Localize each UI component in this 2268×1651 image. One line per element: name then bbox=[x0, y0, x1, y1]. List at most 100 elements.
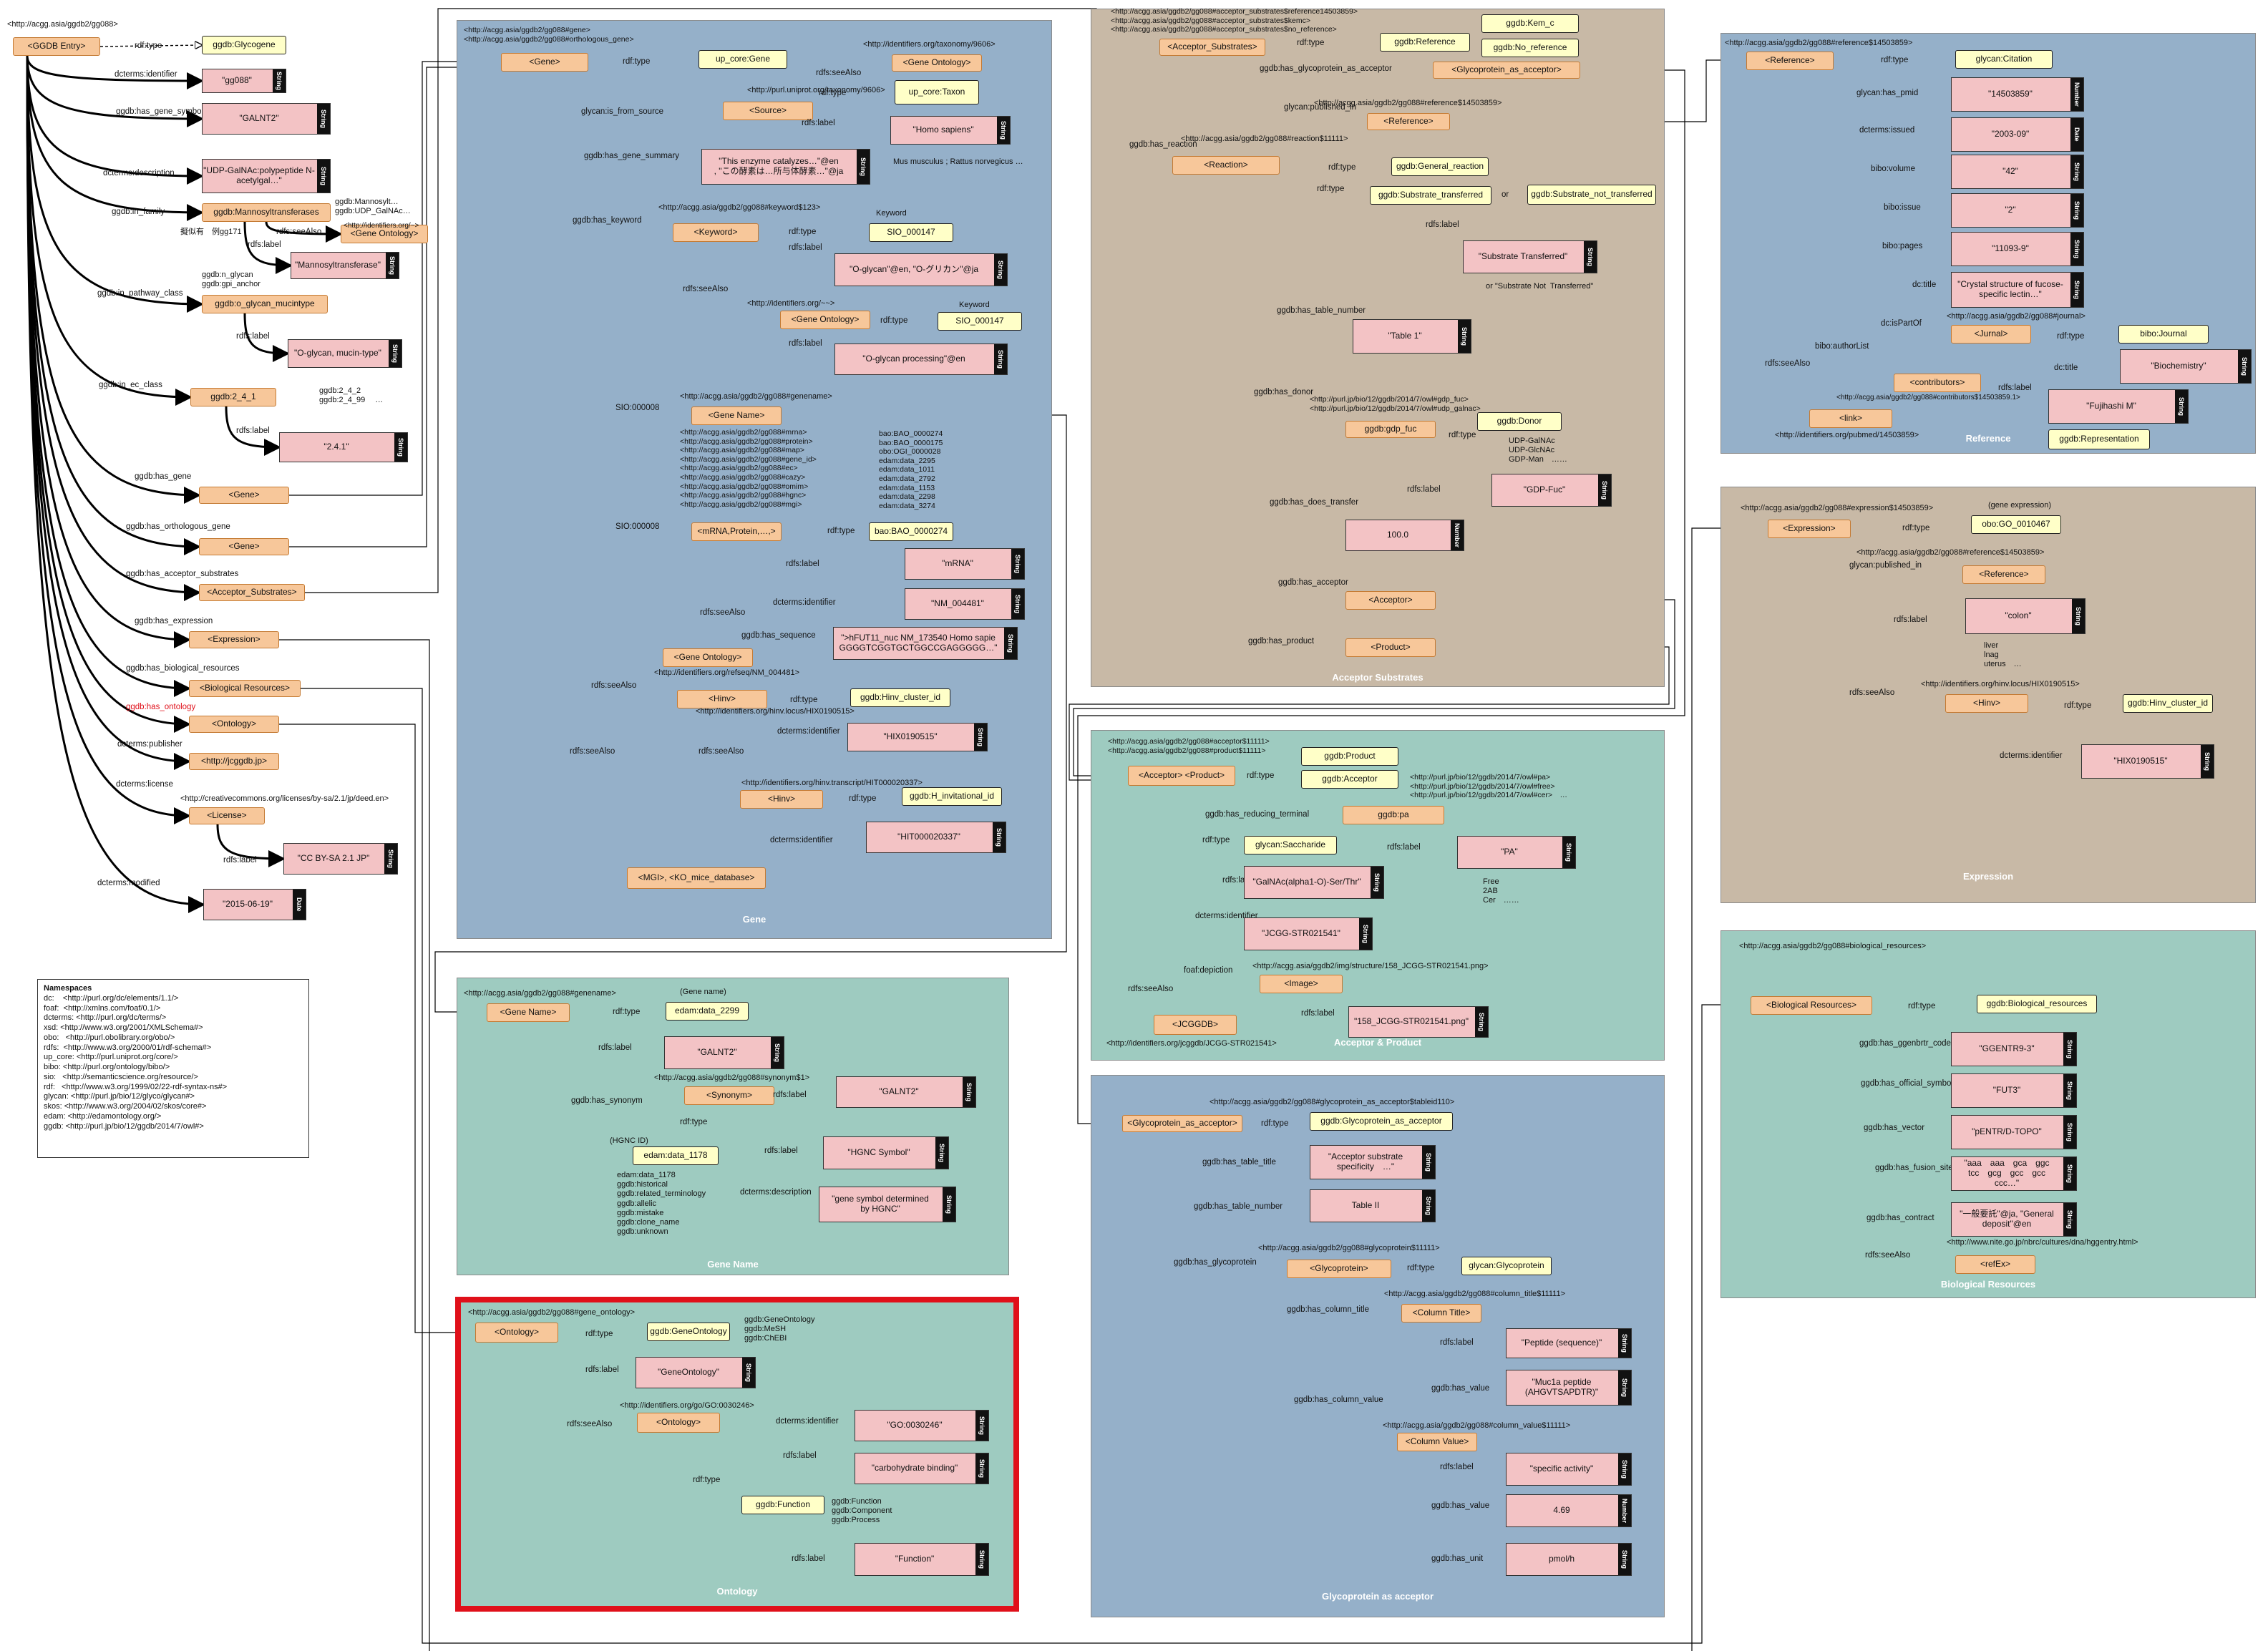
ont-child-text: <Ontology> bbox=[656, 1417, 701, 1428]
gene-rdftype: rdf:type bbox=[623, 57, 651, 66]
ref-title-datatype-tag: String bbox=[2070, 273, 2083, 307]
gene-panel-title: Gene bbox=[742, 914, 766, 925]
ap-image-label-text: "158_JCGG-STR021541.png" bbox=[1354, 1016, 1469, 1027]
root-family-label-text: "Mannosyltransferase" bbox=[295, 260, 381, 271]
as-nottransferred-text: ggdb:Substrate_not_transferred bbox=[1531, 189, 1653, 200]
root-pathway-alt: ggdb:n_glycan ggdb:gpi_anchor bbox=[202, 271, 261, 289]
ap-id-text: "JCGG-STR021541" bbox=[1262, 928, 1340, 939]
gene-mgi: <MGI>, <KO_mice_database> bbox=[627, 867, 766, 889]
as-table: "Table 1"String bbox=[1353, 319, 1471, 354]
root-gene: <Gene> bbox=[199, 487, 289, 504]
ap-label-datatype-tag: String bbox=[1371, 867, 1383, 898]
root-ec-label-datatype-tag: String bbox=[394, 433, 407, 462]
ap-term-label: "PA"String bbox=[1457, 836, 1576, 869]
ref-pages: "11093-9"String bbox=[1951, 232, 2084, 266]
ont-class: ggdb:GeneOntology bbox=[647, 1323, 730, 1341]
gaa-cv-value-datatype-tag: Number bbox=[1618, 1495, 1631, 1526]
namespace-line: dcterms: <http://purl.org/dc/terms/> bbox=[44, 1013, 167, 1023]
ont-class-text: ggdb:GeneOntology bbox=[650, 1326, 727, 1337]
ref-rdftype: rdf:type bbox=[1881, 56, 1909, 64]
root-ortho: <Gene> bbox=[199, 538, 289, 555]
gene-sio8b: SIO:000008 bbox=[615, 522, 660, 531]
gene-hinv-rdftype: rdf:type bbox=[790, 696, 818, 704]
ont-label-datatype-tag: String bbox=[742, 1358, 755, 1388]
as-reaction-uri: <http://acgg.asia/ggdb2/gg088#reaction$1… bbox=[1181, 135, 1348, 143]
ref-volume-datatype-tag: String bbox=[2070, 155, 2083, 188]
ref-journal-uri: <http://acgg.asia/ggdb2/gg088#journal> bbox=[1947, 312, 2086, 321]
ref-issue-datatype-tag: String bbox=[2070, 194, 2083, 227]
bio-type-text: ggdb:Biological_resources bbox=[1986, 998, 2088, 1009]
bio-clone-pred: ggdb:has_ggenbrtr_code bbox=[1859, 1039, 1951, 1048]
gaa-tn-datatype-tag: String bbox=[1422, 1190, 1435, 1222]
as-donor-uris: <http://purl.jp/bio/12/ggdb/2014/7/owl#g… bbox=[1310, 395, 1481, 413]
gene-mrna-label-text: "mRNA" bbox=[942, 558, 973, 569]
ap-term-uris: <http://purl.jp/bio/12/ggdb/2014/7/owl#p… bbox=[1410, 773, 1568, 800]
gene-hinv-text: <Hinv> bbox=[708, 693, 736, 704]
exp-label: "colon"String bbox=[1965, 598, 2086, 634]
ont-func-rdftype: rdf:type bbox=[693, 1476, 721, 1484]
gn-syn-label-datatype-tag: String bbox=[963, 1077, 975, 1107]
gaa-cv-text: <Column Value> bbox=[1405, 1436, 1469, 1447]
gene-genename-uri: <http://acgg.asia/ggdb2/gg088#genename> bbox=[680, 392, 832, 401]
gene-kw-label-text: "O-glycan"@en, "O-グリカン"@ja bbox=[849, 264, 979, 275]
as-donor-rdftype: rdf:type bbox=[1449, 431, 1476, 439]
ref-uri: <http://acgg.asia/ggdb2/gg088#reference$… bbox=[1725, 39, 1913, 47]
ont-func-text: ggdb:Function bbox=[755, 1499, 811, 1510]
gene-source-type-text: up_core:Taxon bbox=[908, 87, 965, 97]
gene-kw-label-pred: rdfs:label bbox=[789, 243, 822, 252]
gene-sio8: SIO:000008 bbox=[615, 404, 660, 412]
gaa-gp-rdftype: rdf:type bbox=[1407, 1264, 1435, 1272]
as-type: ggdb:Reference bbox=[1380, 33, 1470, 52]
gene-keyword-text: <Keyword> bbox=[693, 227, 738, 238]
as-reaction-text: <Reaction> bbox=[1204, 160, 1248, 170]
ref-contrib-text: <contributors> bbox=[1909, 377, 1965, 388]
gene-mrna: <mRNA,Protein,…,> bbox=[691, 522, 782, 541]
as-pub-pred: glycan:published_in bbox=[1284, 103, 1357, 112]
bio-nite-uri: <http://www.nite.go.jp/nbrc/cultures/dna… bbox=[1947, 1238, 2138, 1247]
ref-type-text: glycan:Citation bbox=[1975, 54, 2033, 64]
exp-hinv-id: "HIX0190515"String bbox=[2081, 744, 2214, 779]
gene-keyword: <Keyword> bbox=[673, 223, 759, 242]
gn-label-pred: rdfs:label bbox=[598, 1043, 632, 1052]
gene-node: <Gene> bbox=[501, 53, 588, 72]
ref-link-text: <link> bbox=[1839, 413, 1863, 424]
ont-seealso: rdfs:seeAlso bbox=[567, 1420, 613, 1428]
exp-alt: liver lnag uterus … bbox=[1984, 641, 2022, 669]
gn-syn-pred: ggdb:has_synonym bbox=[571, 1096, 643, 1105]
exp-hinv-text: <Hinv> bbox=[1972, 698, 2001, 708]
gene-kw-go-label-datatype-tag: String bbox=[994, 344, 1007, 374]
ont-label-text: "GeneOntology" bbox=[658, 1367, 719, 1378]
root-license-label-text: "CC BY-SA 2.1 JP" bbox=[297, 853, 370, 864]
gn-class-title: (Gene name) bbox=[680, 988, 726, 996]
root-license-label-pred: rdfs:label bbox=[223, 856, 257, 865]
ref-link-uri: <http://identifiers.org/pubmed/14503859> bbox=[1775, 431, 1919, 439]
root-gene-pred: ggdb:has_gene bbox=[135, 472, 192, 481]
e-root-pathway bbox=[26, 55, 204, 313]
gene-kw-go-class-text: SIO_000147 bbox=[955, 316, 1004, 326]
as-transferred: ggdb:Substrate_transferred bbox=[1370, 186, 1491, 205]
ref-title-pred: dc:title bbox=[1912, 281, 1937, 289]
ref-contrib: <contributors> bbox=[1894, 374, 1981, 392]
root-pathway: ggdb:o_glycan_mucintype bbox=[202, 295, 328, 313]
ref-link: <link> bbox=[1809, 409, 1892, 428]
gene-hinv2-class-text: ggdb:H_invitational_id bbox=[909, 791, 995, 802]
ap-sacch-rdftype: rdf:type bbox=[1202, 836, 1230, 844]
root-description-text: "UDP-GalNAc:polypeptide N-acetylgal…" bbox=[203, 165, 315, 185]
ref-author-pred: bibo:authorList bbox=[1815, 342, 1869, 351]
bio-clone: "GGENTR9-3"String bbox=[1951, 1032, 2077, 1066]
ap-seealso: rdfs:seeAlso bbox=[1128, 985, 1174, 993]
ref-contrib-label-pred: rdfs:label bbox=[1998, 384, 2032, 392]
exp-node-text: <Expression> bbox=[1783, 523, 1836, 534]
as-donor-label: "GDP-Fuc"String bbox=[1491, 474, 1612, 507]
ont-func-label-text: "Function" bbox=[895, 1554, 935, 1564]
ref-part-pred: dc:isPartOf bbox=[1881, 319, 1922, 328]
namespace-line: rdfs: <http://www.w3.org/2000/01/rdf-sch… bbox=[44, 1043, 212, 1052]
gene-mrna-id-pred: dcterms:identifier bbox=[773, 598, 836, 607]
ont-func: ggdb:Function bbox=[741, 1496, 824, 1514]
gaa-node-text: <Glycoprotein_as_acceptor> bbox=[1127, 1118, 1237, 1129]
as-table-pred: ggdb:has_table_number bbox=[1277, 306, 1366, 315]
ref-journal-text: <Jurnal> bbox=[1974, 328, 2008, 339]
